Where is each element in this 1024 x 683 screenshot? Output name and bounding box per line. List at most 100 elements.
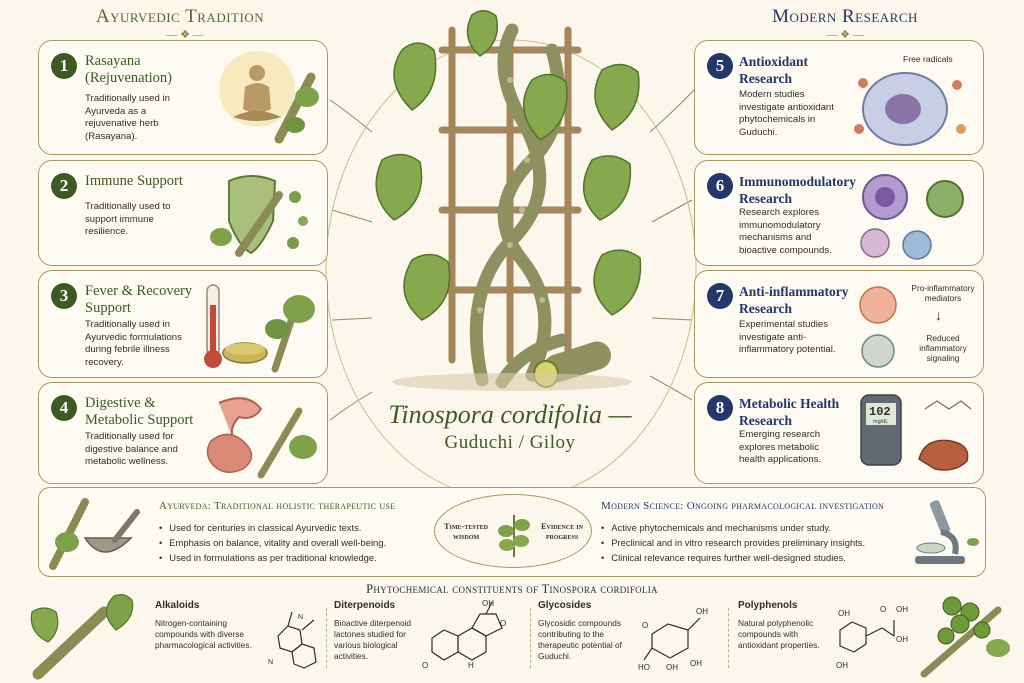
berries-illustration [920,596,1010,678]
card-number: 1 [51,53,77,79]
list-item: Clinical relevance requires further well… [601,550,865,565]
phyto-description: Nitrogen-containing compounds with diver… [155,618,252,650]
ayurvedic-tradition-title: Ayurvedic Tradition [95,6,265,27]
card-title: Rasayana (Rejuvenation) [85,53,172,86]
ayurveda-heading: Ayurveda: Traditional holistic therapeut… [159,500,396,512]
phyto-name: Diterpenoids [334,600,396,611]
card-immunomodulatory: 6 Immunomodulatory Research Research exp… [694,160,984,266]
glycoside-structure-icon: OH OH HO OH O [638,607,708,672]
thermometer-icon [204,284,315,373]
svg-text:N: N [268,659,273,666]
modern-research-title: Modern Research [772,6,918,27]
modern-science-heading: Modern Science: Ongoing pharmacological … [601,500,885,512]
phyto-description: Bioactive diterpenoid lactones studied f… [334,618,412,661]
card-digestive-metabolic: 4 Digestive & Metabolic Support Traditio… [38,382,328,484]
card-number: 6 [707,173,733,199]
column-divider [728,608,729,668]
ayurveda-points: Used for centuries in classical Ayurvedi… [159,520,386,565]
tinospora-vine-illustration [375,10,642,391]
svg-text:O: O [880,605,886,614]
svg-text:N: N [298,614,303,621]
bridge-oval: Time-tested wisdom Evidence in progress [434,494,592,568]
card-description: Traditionally used in Ayurvedic formulat… [85,319,182,368]
card-description: Modern studies investigate antioxidant p… [739,89,834,138]
card-description: Traditionally used in Ayurveda as a reju… [85,93,170,142]
svg-text:OH: OH [696,607,708,616]
card-title: Anti-inflammatory Research [739,284,849,316]
list-item: Emphasis on balance, vitality and overal… [159,535,386,550]
botanical-name: Tinospora cordifolia — [388,400,632,429]
free-radicals-label: Free radicals [903,54,953,64]
sprout-icon [498,515,530,557]
list-item: Preclinical and in vitro research provid… [601,535,865,550]
svg-text:OH: OH [896,605,908,614]
card-title: Metabolic Health Research [739,396,840,428]
svg-text:OH: OH [666,663,678,672]
down-arrow-icon: ↓ [935,309,942,324]
mortar-pestle-icon [49,498,140,570]
list-item: Used in formulations as per traditional … [159,550,386,565]
title-ornament: — ❖ — [826,29,864,41]
common-names: Guduchi / Giloy [444,432,576,453]
phyto-name: Alkaloids [155,600,200,611]
modern-science-points: Active phytochemicals and mechanisms und… [601,520,865,565]
card-metabolic-health: 8 Metabolic Health Research Emerging res… [694,382,984,484]
pro-inflammatory-label: Pro-inflammatory mediators [911,283,975,303]
card-description: Emerging research explores metabolic hea… [739,429,822,465]
phyto-description: Glycosidic compounds contributing to the… [538,618,622,661]
card-fever-recovery: 3 Fever & Recovery Support Traditionally… [38,270,328,378]
reduced-signaling-label: Reduced inflammatory signaling [919,333,967,363]
card-description: Traditionally used for digestive balance… [85,431,178,467]
svg-text:H: H [468,661,474,670]
phytochemicals-title: Phytochemical constituents of Tinospora … [366,582,658,596]
phyto-name: Polyphenols [738,600,798,611]
meter-unit: mg/dL [873,419,889,425]
card-number: 2 [51,173,77,199]
time-tested-label: Time-tested wisdom [444,522,488,541]
immune-cells-icon [860,174,964,260]
svg-text:O: O [422,661,428,670]
phyto-name: Glycosides [538,600,592,611]
card-number: 5 [707,53,733,79]
card-title: Fever & Recovery Support [85,283,193,316]
inflammation-cells-icon [859,286,897,368]
microscope-icon [915,500,979,564]
card-title: Immunomodulatory Research [739,174,857,206]
glucose-meter-icon [860,394,972,471]
phyto-description: Natural polyphenolic compounds with anti… [738,618,820,650]
svg-text:O: O [500,619,506,628]
card-number: 7 [707,283,733,309]
card-number: 3 [51,283,77,309]
svg-text:OH: OH [896,635,908,644]
summary-panel: Ayurveda: Traditional holistic therapeut… [38,487,986,577]
column-divider [326,608,327,668]
stem-leaf-illustration [30,594,134,680]
svg-text:OH: OH [836,661,848,670]
card-antioxidant: 5 Antioxidant Research Modern studies in… [694,40,984,155]
card-title: Immune Support [85,173,183,189]
card-number: 8 [707,395,733,421]
card-immune-support: 2 Immune Support Traditionally used to s… [38,160,328,266]
digestive-system-icon [206,397,317,479]
svg-text:HO: HO [638,663,650,672]
svg-text:O: O [642,621,648,630]
column-divider [530,608,531,668]
card-description: Research explores immunomodulatory mecha… [739,207,832,256]
card-title: Antioxidant Research [739,54,809,86]
alkaloid-structure-icon: N N [268,611,317,669]
cell-free-radicals-illustration [854,72,966,146]
title-ornament: — ❖ — [166,29,204,41]
list-item: Used for centuries in classical Ayurvedi… [159,520,386,535]
evidence-label: Evidence in progress [541,522,583,541]
card-description: Experimental studies investigate anti-in… [739,319,836,355]
card-description: Traditionally used to support immune res… [85,201,171,237]
list-item: Active phytochemicals and mechanisms und… [601,520,865,535]
card-title: Digestive & Metabolic Support [85,395,194,428]
card-anti-inflammatory: 7 Anti-inflammatory Research Experimenta… [694,270,984,378]
svg-text:OH: OH [690,659,702,668]
meditation-illustration [219,51,319,144]
card-number: 4 [51,395,77,421]
card-rasayana: 1 Rasayana (Rejuvenation) Traditionally … [38,40,328,155]
